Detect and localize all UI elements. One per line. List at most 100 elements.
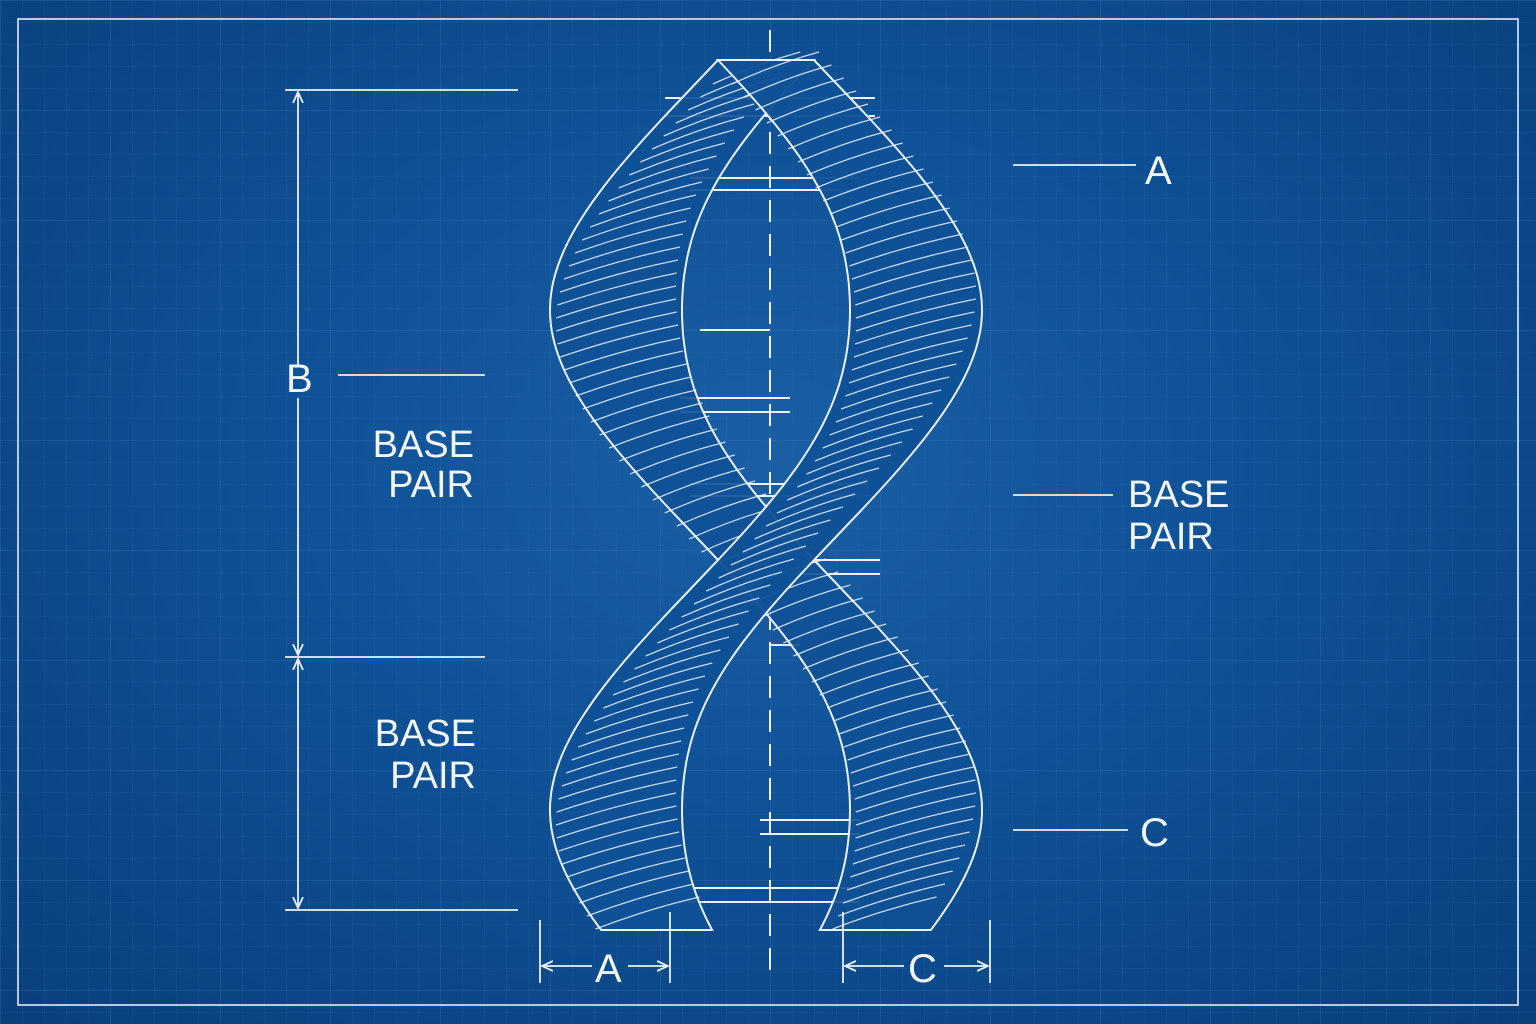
strand-front-fibre xyxy=(845,220,958,254)
strand-front-fibre xyxy=(755,77,844,111)
frame-border xyxy=(17,18,1519,1006)
strand-front-fibre xyxy=(806,441,903,475)
label-base-pair-left-2-line2: PAIR xyxy=(390,755,476,797)
strand-back-fibre xyxy=(855,779,976,813)
strand-front-fibre xyxy=(823,168,924,202)
strand-front-fibre xyxy=(851,337,968,371)
label-C-bottom: C xyxy=(908,947,937,991)
strand-back-fibre xyxy=(855,792,977,826)
strand-front-fibre xyxy=(840,376,950,410)
strand-back-fibre xyxy=(802,636,898,670)
label-B: B xyxy=(286,357,313,401)
strand-front-fibre xyxy=(731,51,820,85)
strand-front-fibre xyxy=(835,389,942,423)
strand-front-outline xyxy=(548,59,984,931)
strand-front-fibre xyxy=(578,714,689,748)
strand-front-fibre xyxy=(579,870,689,904)
strand-front-fibre xyxy=(814,428,913,462)
strand-back-fibre xyxy=(629,441,726,475)
strand-front-fibre xyxy=(797,129,892,163)
strand-back-fibre xyxy=(843,714,954,748)
strand-back-fibre xyxy=(557,311,677,345)
strand-back-fibre xyxy=(852,753,971,787)
label-base-pair-right-line2: PAIR xyxy=(1128,516,1214,558)
strand-front-fibre xyxy=(835,194,942,228)
strand-front-fibre xyxy=(718,545,807,579)
strand-front-fibre xyxy=(848,350,963,384)
label-A-right: A xyxy=(1145,149,1172,193)
strand-front-fibre xyxy=(822,415,923,449)
strand-back-fibre xyxy=(618,155,717,189)
strand-back-fibre xyxy=(582,376,692,410)
strand-front-fibre xyxy=(855,272,975,306)
strand-front-fibre xyxy=(730,532,819,566)
label-base-pair-left-2-line1: BASE xyxy=(375,713,476,755)
strand-front-fibre xyxy=(558,818,678,852)
strand-front-fibre xyxy=(585,701,694,735)
strand-front-fibre xyxy=(571,727,685,761)
strand-back-fibre xyxy=(676,493,767,527)
strand-front-fibre xyxy=(754,506,844,540)
strand-front-fibre xyxy=(815,155,914,189)
strand-back-fibre xyxy=(581,207,691,241)
strand-front-fibre xyxy=(787,116,881,150)
strand-back-fibre xyxy=(608,415,710,449)
strand-front-fibre xyxy=(657,610,749,644)
strand-back-fibre xyxy=(568,233,683,267)
strand-back-fibre xyxy=(850,844,966,878)
strand-back-fibre xyxy=(811,649,909,683)
strand-back-fibre xyxy=(793,623,887,657)
strand-front-fibre xyxy=(765,493,856,527)
strand-front-fibre xyxy=(555,792,677,826)
strand-back-fibre xyxy=(560,324,679,358)
strand-back-fibre xyxy=(783,610,875,644)
strand-back-fibre xyxy=(555,285,677,319)
strand-front-fibre xyxy=(556,779,677,813)
strand-back-fibre xyxy=(652,467,745,501)
strand-front-fibre xyxy=(645,623,739,657)
strand-back-fibre xyxy=(846,857,960,891)
strand-front-fibre xyxy=(829,181,934,215)
strand-front-fibre xyxy=(742,519,831,553)
strand-back-fibre xyxy=(854,818,974,852)
strand-back-fibre xyxy=(559,259,679,293)
strand-front-fibre xyxy=(669,597,760,631)
strand-front-fibre xyxy=(796,454,891,488)
label-C-right: C xyxy=(1140,811,1169,855)
strand-back-fibre xyxy=(555,298,677,332)
strand-front-fibre xyxy=(829,402,933,436)
strand-back-fibre xyxy=(833,688,938,722)
strand-front-fibre xyxy=(806,142,903,176)
strand-front-fibre xyxy=(572,857,685,891)
strand-back-fibre xyxy=(651,116,744,150)
strand-front-fibre xyxy=(561,753,679,787)
strand-back-fibre xyxy=(761,584,851,618)
strand-front-fibre xyxy=(593,688,699,722)
strand-back-fibre xyxy=(838,701,947,735)
strand-back-fibre xyxy=(854,766,974,800)
strand-front-fibre xyxy=(681,584,771,618)
strand-front-fibre xyxy=(854,311,975,345)
strand-back-fibre xyxy=(852,831,970,865)
strand-back-fibre xyxy=(850,740,967,774)
strand-back-fibre xyxy=(557,272,677,306)
strand-front-fibre xyxy=(595,896,700,930)
strand-back-fibre xyxy=(664,480,756,514)
label-base-pair-left-1-line2: PAIR xyxy=(388,464,474,506)
strand-front-fibre xyxy=(603,675,706,709)
strand-front xyxy=(548,51,984,931)
strand-front-fibre xyxy=(705,558,794,592)
strand-front-fibre xyxy=(855,298,976,332)
strand-front-fibre xyxy=(766,90,857,124)
strand-front-fibre xyxy=(845,363,957,397)
strand-back-fibre xyxy=(842,870,953,904)
strand-back-fibre xyxy=(590,389,697,423)
strand-front-fibre xyxy=(612,662,713,696)
strand-front-fibre xyxy=(634,636,730,670)
strand-back-fibre xyxy=(826,675,929,709)
strand-front-fibre xyxy=(777,103,869,137)
strand-front-fibre xyxy=(855,285,977,319)
strand-front-fibre xyxy=(693,571,783,605)
strand-back-fibre xyxy=(569,350,684,384)
